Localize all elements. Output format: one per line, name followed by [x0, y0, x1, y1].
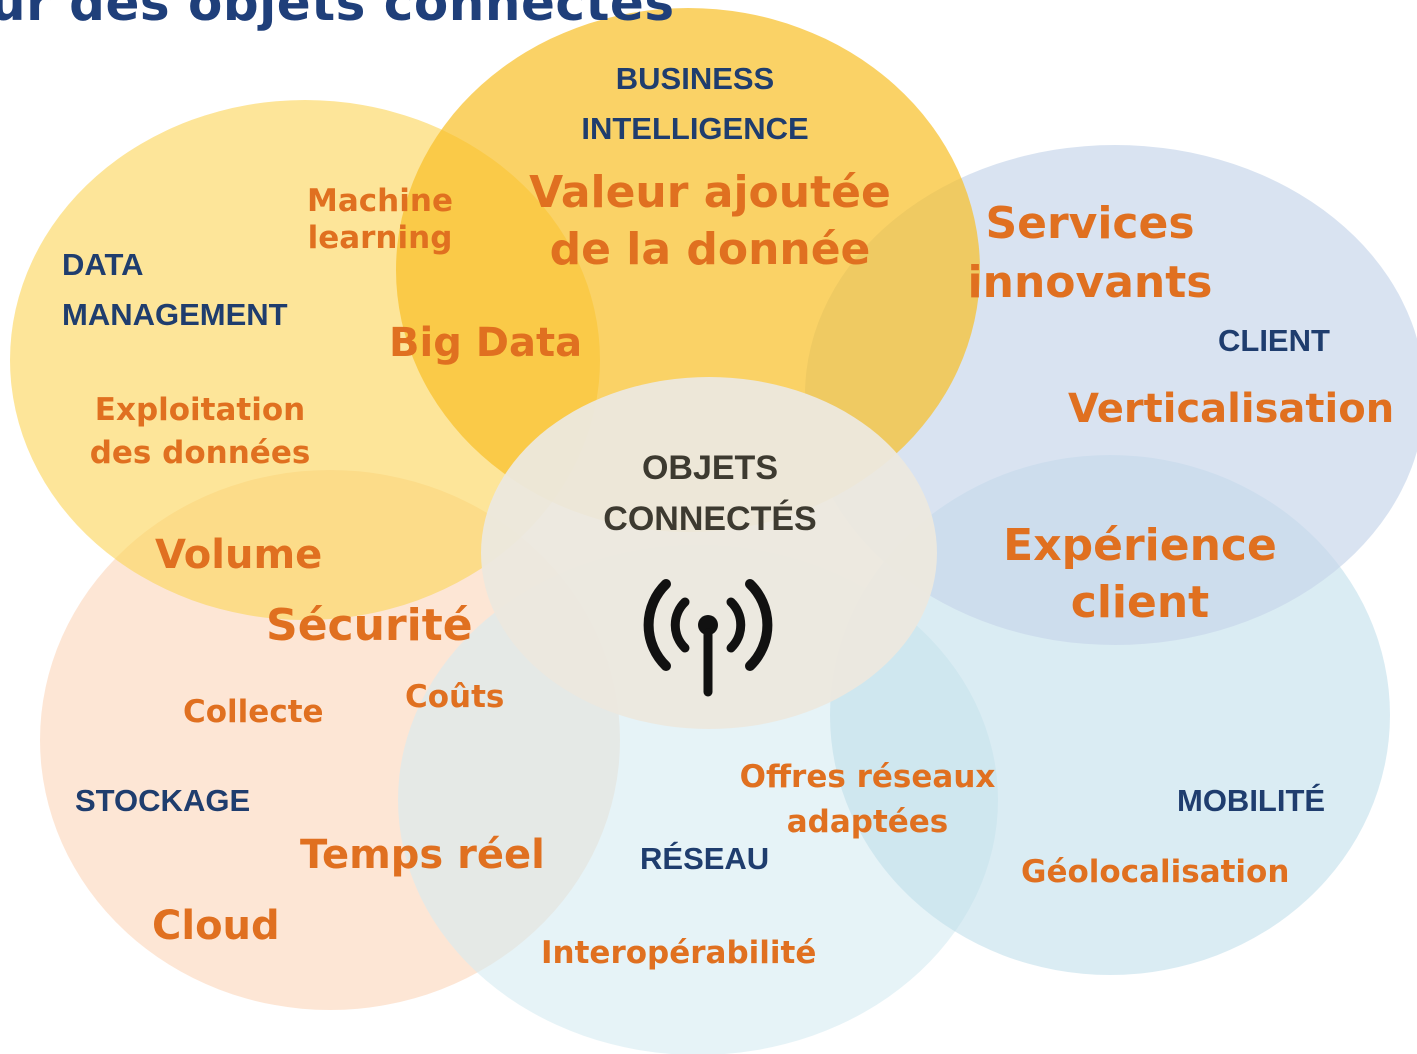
label-reseau: RÉSEAU — [640, 841, 770, 876]
label-objets-line2: CONNECTÉS — [603, 500, 817, 538]
keyword-exploitation-line1: Exploitation — [94, 392, 306, 428]
label-stockage: STOCKAGE — [75, 783, 251, 818]
keyword-valeur-ajoutee: Valeur ajoutée de la donnée — [510, 164, 910, 278]
wireless-signal-icon — [643, 579, 773, 697]
label-mobilite: MOBILITÉ — [1177, 783, 1326, 818]
keyword-securite: Sécurité — [266, 600, 473, 651]
keyword-machine-learning: Machine learning — [290, 183, 470, 256]
keyword-volume: Volume — [155, 532, 323, 578]
keyword-exploitation-line2: des données — [89, 435, 311, 472]
keyword-verticalisation: Verticalisation — [1068, 386, 1395, 432]
keyword-experience-client: Expérience client — [990, 517, 1290, 631]
keyword-offres-line1: Offres réseaux — [739, 759, 996, 795]
keyword-cloud: Cloud — [152, 903, 280, 949]
keyword-offres-line2: adaptées — [786, 803, 949, 840]
label-data-management: DATA MANAGEMENT — [62, 240, 288, 339]
keyword-collecte: Collecte — [183, 694, 324, 730]
keyword-interoperabilite: Interopérabilité — [541, 935, 817, 971]
label-objets-connectes: OBJETS CONNECTÉS — [560, 443, 860, 545]
keyword-geolocalisation: Géolocalisation — [1021, 854, 1290, 890]
label-data-line1: DATA — [62, 247, 144, 282]
keyword-services-innovants: Services innovants — [940, 194, 1240, 313]
label-business-intelligence: BUSINESS INTELLIGENCE — [565, 54, 825, 153]
keyword-exploitation: Exploitation des données — [70, 389, 330, 476]
label-objets-line1: OBJETS — [641, 449, 779, 487]
keyword-valeur-line1: Valeur ajoutée — [529, 167, 891, 218]
label-data-line2: MANAGEMENT — [62, 296, 288, 332]
keyword-experience-line2: client — [1070, 577, 1210, 629]
label-business-line1: BUSINESS — [615, 61, 775, 96]
keyword-big-data: Big Data — [389, 320, 583, 366]
keyword-temps-reel: Temps réel — [300, 832, 545, 878]
keyword-machine-line1: Machine — [307, 183, 453, 219]
page-title: ur des objets connectés — [0, 0, 675, 32]
keyword-valeur-line2: de la donnée — [549, 224, 871, 276]
keyword-machine-line2: learning — [307, 219, 453, 256]
circle-business-intelligence — [396, 8, 980, 532]
keyword-services-line1: Services — [985, 198, 1195, 249]
keyword-experience-line1: Expérience — [1003, 520, 1277, 571]
keyword-couts: Coûts — [405, 679, 505, 715]
circle-center — [481, 377, 937, 729]
label-business-line2: INTELLIGENCE — [581, 110, 809, 146]
keyword-services-line2: innovants — [967, 257, 1213, 309]
keyword-offres-reseaux: Offres réseaux adaptées — [720, 755, 1015, 845]
label-client: CLIENT — [1218, 323, 1330, 358]
